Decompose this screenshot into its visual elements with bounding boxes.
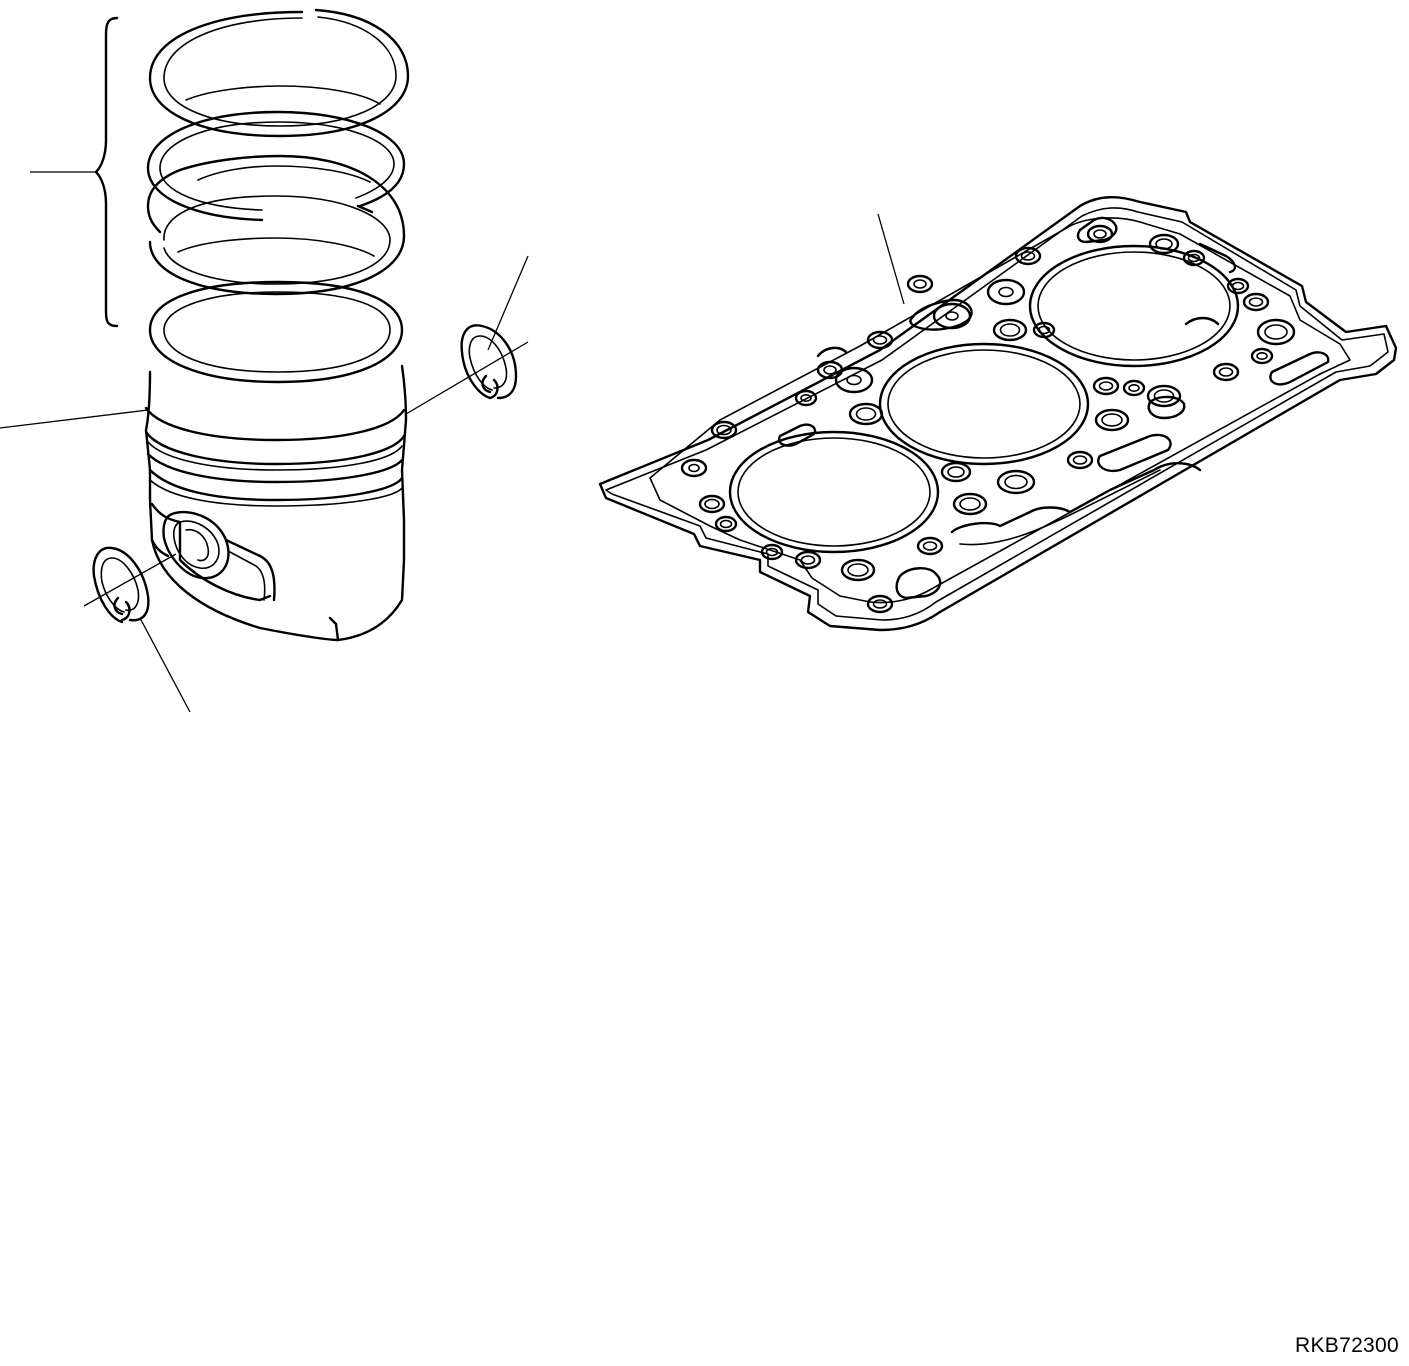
snap-ring-left-icon (94, 548, 149, 622)
leader-piston (0, 410, 148, 428)
snap-ring-right-icon (462, 325, 516, 398)
leader-gasket (878, 214, 904, 304)
figure-id-label: RKB72300 (1295, 1334, 1399, 1357)
piston-ring-set-icon (96, 10, 408, 382)
piston-icon (146, 366, 406, 640)
leader-snap-ring-right-upper (488, 256, 528, 350)
top-ring (150, 10, 408, 136)
third-ring (148, 156, 404, 294)
leader-snap-ring-left-upper (84, 554, 176, 606)
gasket-holes (682, 226, 1294, 612)
cylinder-head-gasket-icon (600, 197, 1396, 630)
gasket-slots (779, 218, 1328, 598)
cylinder-bore-3 (1030, 246, 1238, 366)
cylinder-bore-1 (730, 432, 938, 552)
leader-snap-ring-right-lower (406, 342, 528, 414)
cylinder-bore-2 (880, 344, 1088, 464)
leader-snap-ring-left-lower (140, 618, 190, 712)
leader-lines (0, 172, 904, 712)
second-ring (148, 112, 404, 220)
oil-ring (150, 282, 402, 382)
piston-pin-bore (163, 512, 228, 578)
